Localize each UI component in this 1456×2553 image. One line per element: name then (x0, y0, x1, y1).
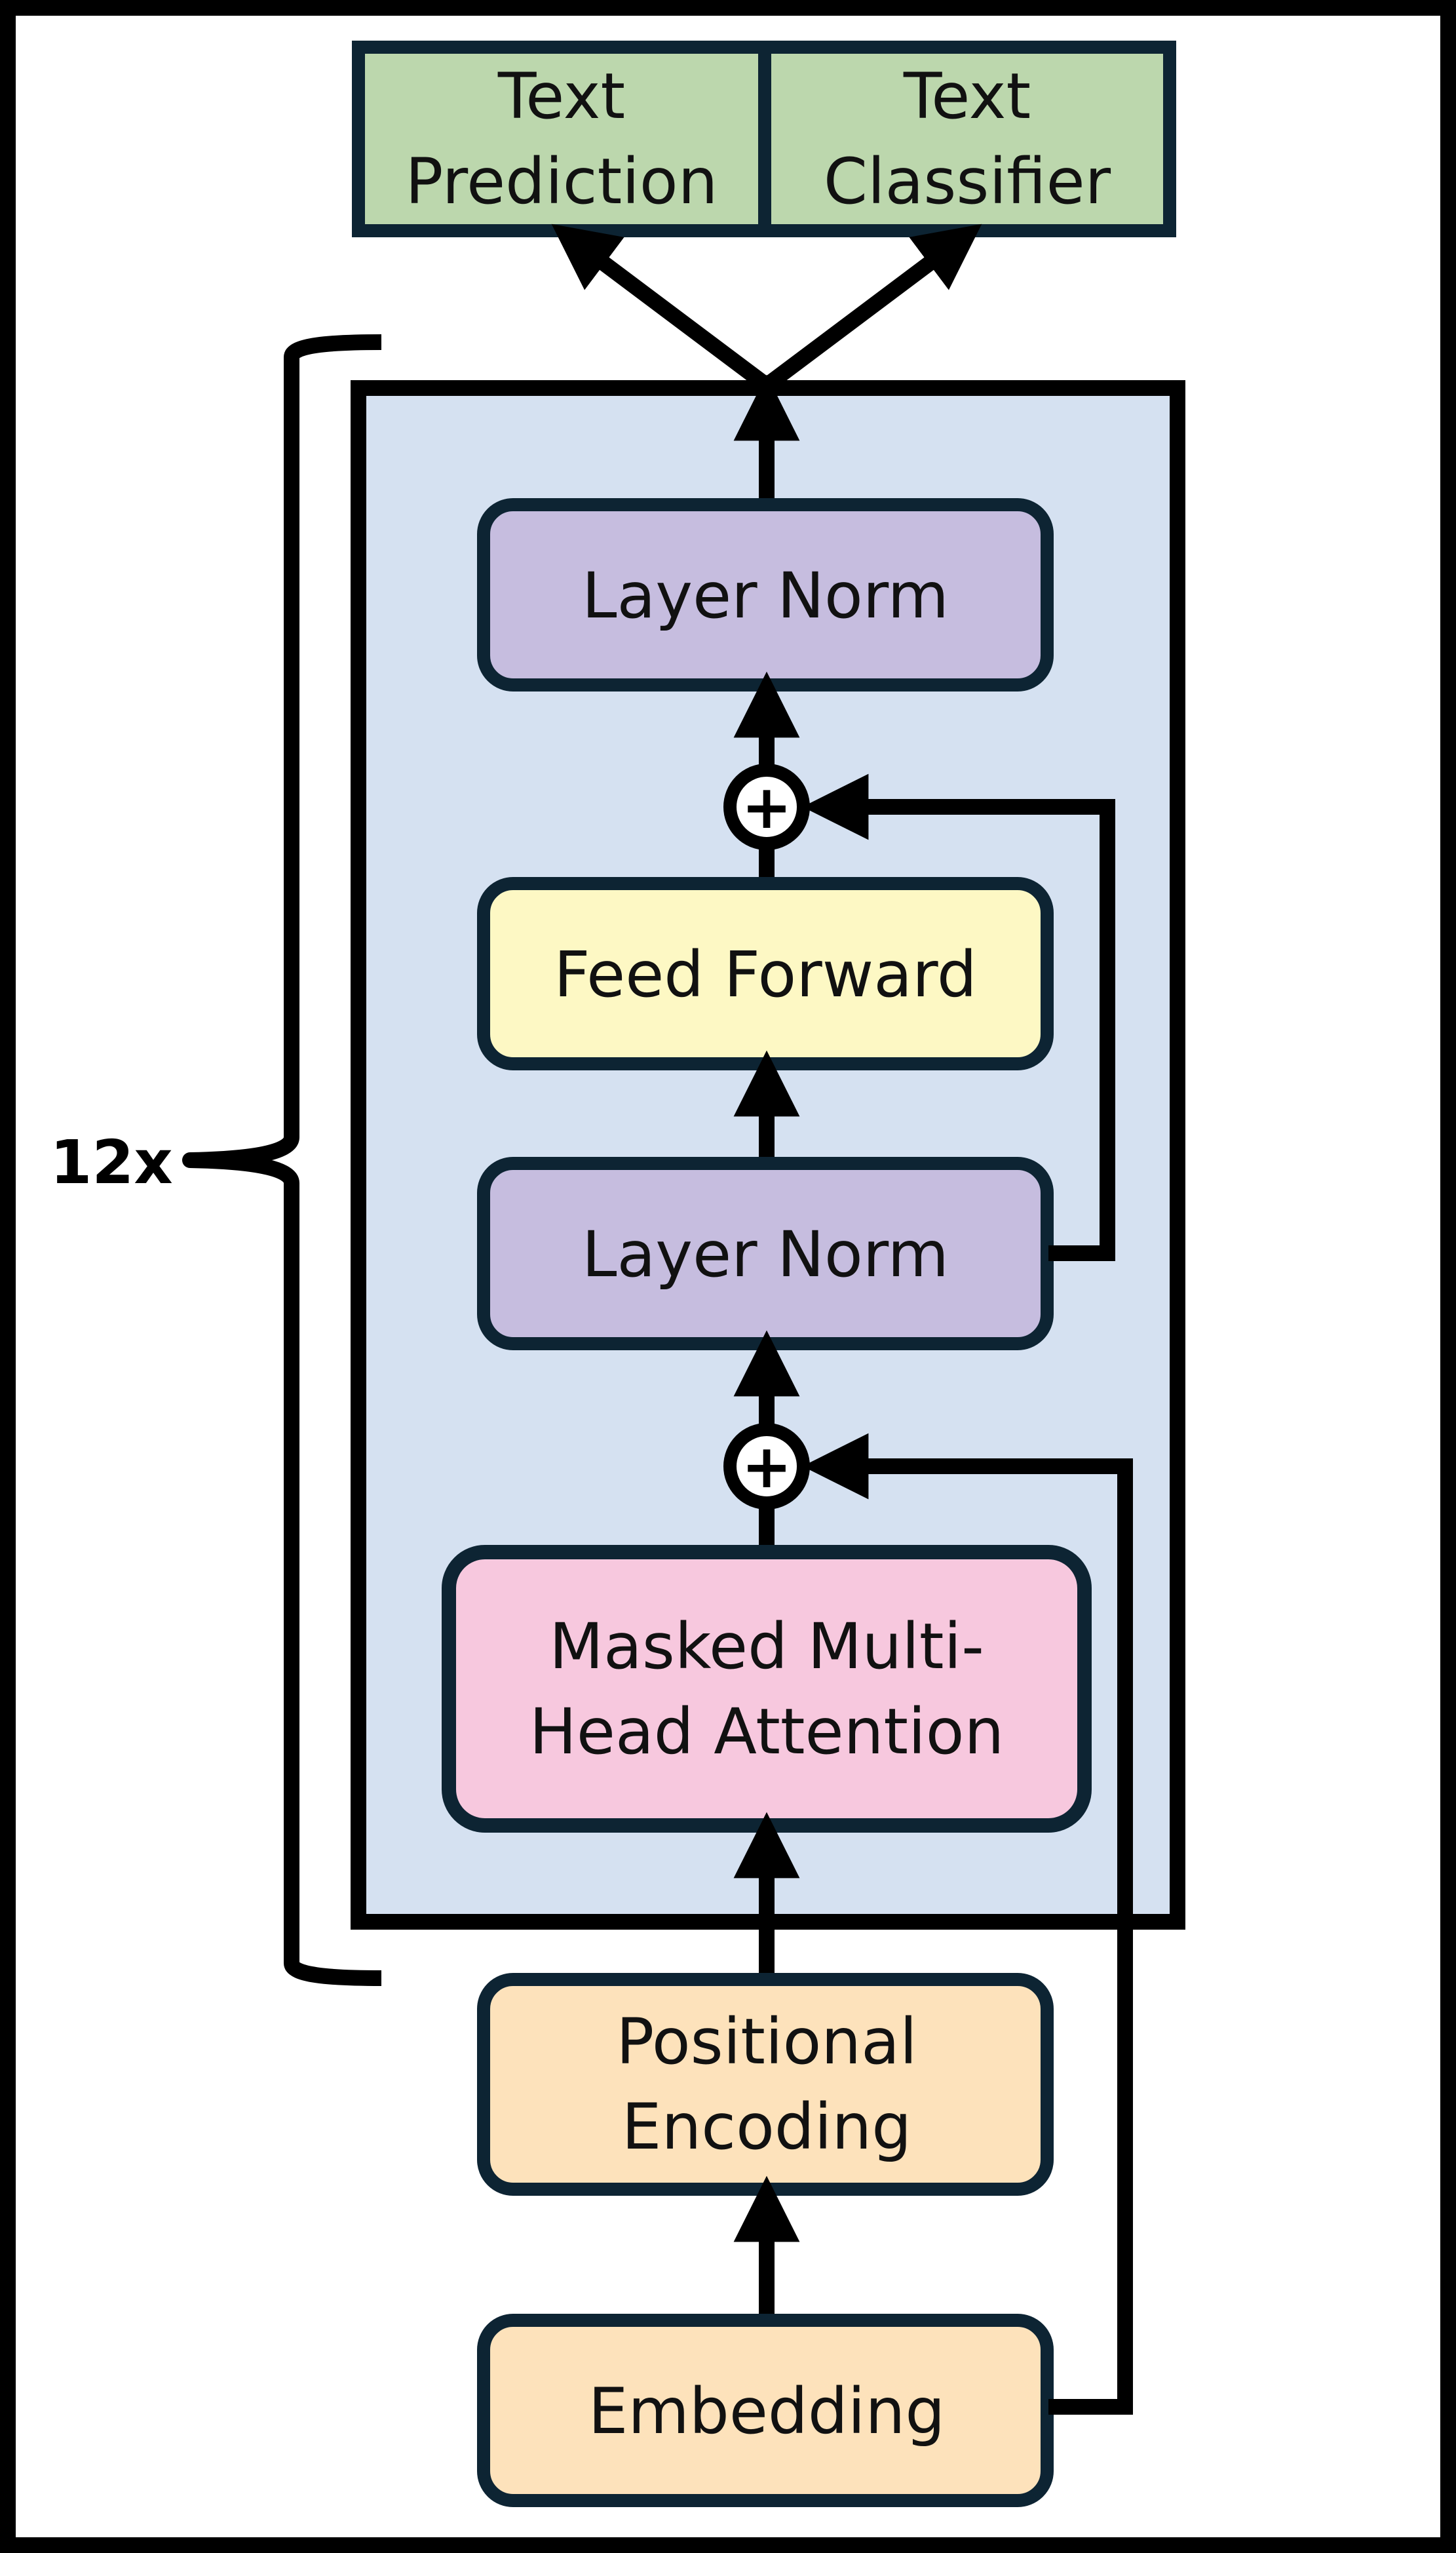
repeat-brace (182, 334, 382, 1986)
masked-attention-box: Masked Multi- Head Attention (442, 1545, 1092, 1833)
feed-forward-box: Feed Forward (477, 877, 1054, 1070)
attention-label-line2: Head Attention (529, 1695, 1005, 1768)
layer-norm-bottom-box: Layer Norm (477, 1157, 1054, 1350)
add-top-symbol: + (741, 772, 792, 842)
embedding-label: Embedding (588, 2375, 946, 2448)
feed-forward-label: Feed Forward (554, 938, 977, 1011)
arrow-to-text-classifier (761, 224, 982, 392)
text-classifier-box: Text Classifier (758, 41, 1176, 237)
attention-label-line1: Masked Multi- (549, 1610, 984, 1683)
positional-encoding-label-line2: Encoding (622, 2090, 911, 2164)
text-prediction-label-line2: Prediction (406, 145, 718, 218)
arrow-to-text-prediction (551, 224, 772, 392)
layer-norm-top-label: Layer Norm (582, 559, 949, 633)
text-classifier-label-line2: Classifier (824, 145, 1111, 218)
connectors (551, 224, 1133, 2415)
residual-embedding-to-add-bottom (802, 1433, 1133, 2415)
embedding-box: Embedding (477, 2314, 1054, 2507)
add-bottom-symbol: + (741, 1432, 792, 1502)
layer-norm-bottom-label: Layer Norm (582, 1218, 949, 1291)
residual-layer-norm-to-add-top (802, 773, 1115, 1261)
positional-encoding-label-line1: Positional (616, 2005, 917, 2078)
text-classifier-label-line1: Text (903, 60, 1031, 133)
add-node-top: + (723, 764, 810, 850)
add-node-bottom: + (723, 1423, 810, 1510)
positional-encoding-box: Positional Encoding (477, 1973, 1054, 2196)
text-prediction-box: Text Prediction (352, 41, 771, 237)
layer-norm-top-box: Layer Norm (477, 498, 1054, 692)
text-prediction-label-line1: Text (497, 60, 625, 133)
repeat-count-label: 12x (50, 1127, 172, 1198)
